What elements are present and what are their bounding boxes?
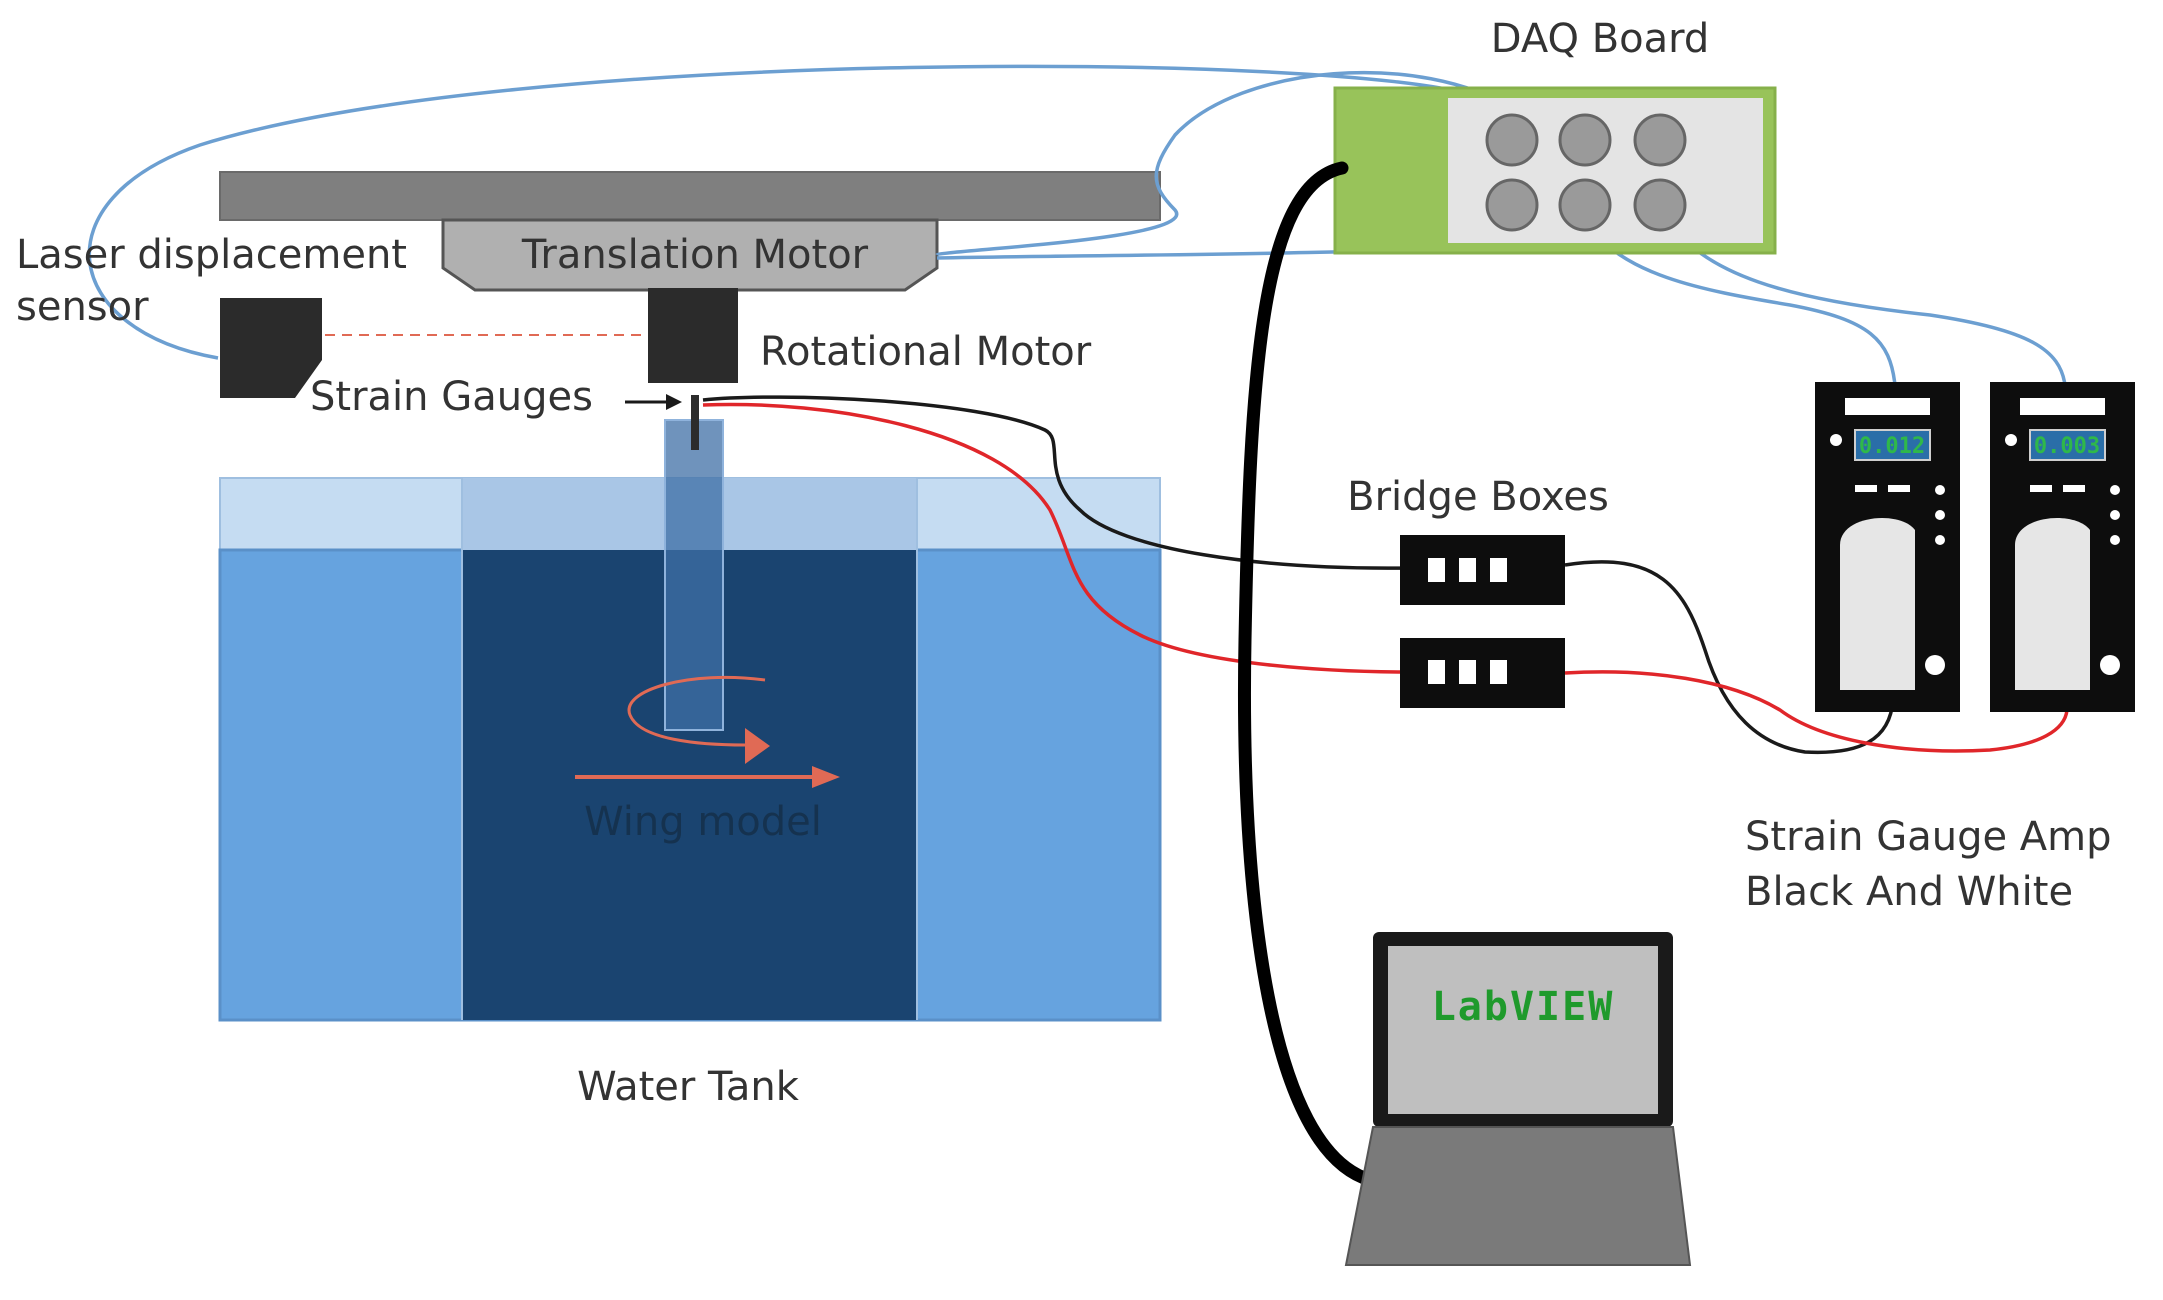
daq-port-3 [1633, 113, 1687, 167]
red-strain-wire [702, 402, 1411, 674]
bridge-box-top-body [1400, 535, 1565, 605]
translation-motor-label: Translation Motor [521, 232, 869, 278]
daq-port-2 [1558, 113, 1612, 167]
rotation-arrow-head [745, 728, 770, 764]
laptop-cable [1237, 161, 1377, 1187]
bridge-box-bottom [1400, 638, 1565, 708]
translation-motor [441, 218, 939, 292]
amp-label-line2: Black And White [1745, 869, 2073, 915]
laptop: LabVIEW [1344, 932, 1692, 1266]
laser-sensor-label-line1: Laser displacement [16, 232, 407, 278]
rotation-arrow [627, 675, 766, 747]
daq-port-6 [1633, 178, 1687, 232]
amp-right-display [2029, 429, 2106, 461]
amp-left-readout: 0.012 [1859, 434, 1925, 459]
rotational-motor-label: Rotational Motor [760, 329, 1092, 375]
daq-port-4 [1485, 178, 1539, 232]
daq-board [1333, 86, 1777, 255]
black-strain-wire [702, 395, 1411, 570]
strain-gauges-label: Strain Gauges [310, 374, 593, 420]
bridge-box-bottom-body [1400, 638, 1565, 708]
laser-sensor-label-line2: sensor [16, 284, 149, 330]
red-amp-wire [1564, 670, 2069, 753]
laptop-base [1344, 1126, 1692, 1266]
rotational-motor [648, 288, 738, 383]
bridge-boxes-label: Bridge Boxes [1347, 474, 1609, 520]
daq-port-5 [1558, 178, 1612, 232]
wing-model [575, 395, 840, 788]
black-amp-wire [1564, 560, 1895, 755]
strain-gauge-amp-right: 0.003 [1990, 382, 2135, 712]
amp-label-line1: Strain Gauge Amp [1745, 814, 2112, 860]
wing-model-shaft [691, 395, 699, 450]
wing-model-label: Wing model [584, 799, 822, 845]
amp-right-readout: 0.003 [2034, 434, 2100, 459]
translation-arrow-head [812, 766, 840, 788]
strain-gauge-amp-left: 0.012 [1815, 382, 1960, 712]
labview-text: LabVIEW [1432, 984, 1615, 1030]
strain-gauges-pointer-head [666, 394, 682, 410]
water-tank-label: Water Tank [577, 1064, 800, 1110]
amp-left-display [1854, 429, 1931, 461]
laser-displacement-sensor [220, 298, 322, 398]
daq-board-label: DAQ Board [1491, 16, 1710, 62]
laptop-screen [1388, 946, 1658, 1114]
daq-port-1 [1485, 113, 1539, 167]
translation-rail [219, 171, 1161, 221]
bridge-box-top [1400, 535, 1565, 605]
